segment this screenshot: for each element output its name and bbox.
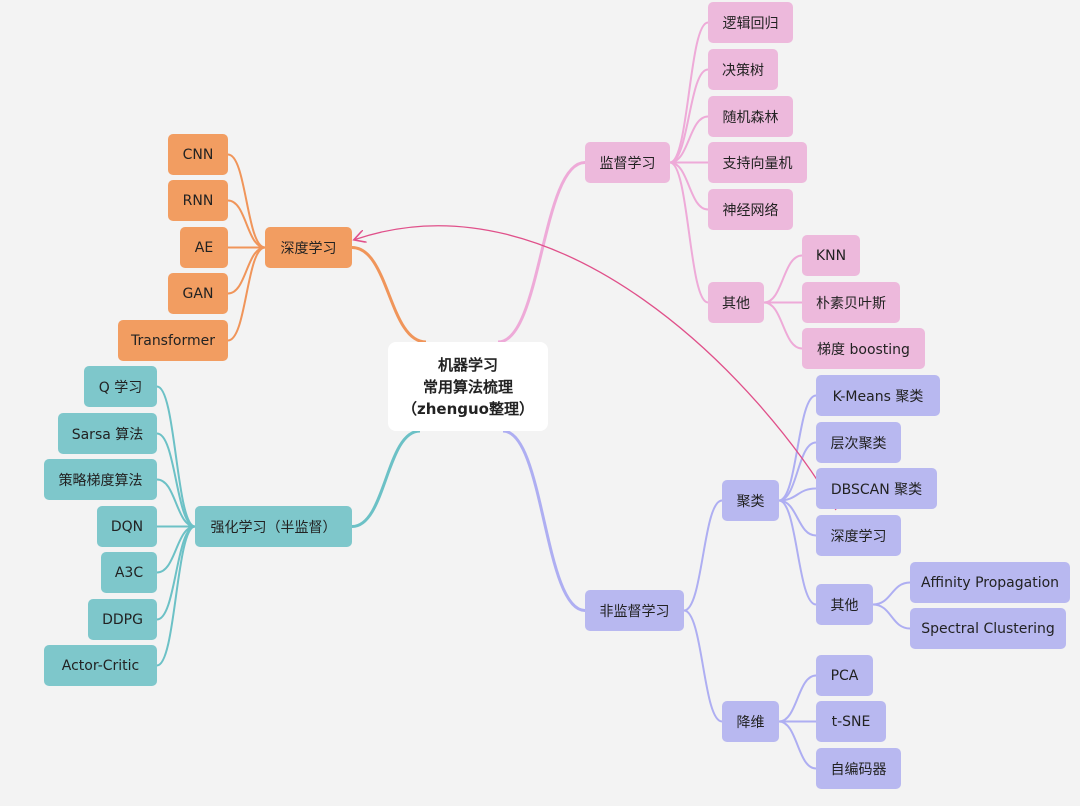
- supervised-child-neural-network[interactable]: 神经网络: [708, 189, 793, 230]
- connector-unsupervised-1: [683, 609, 723, 723]
- supervised-other-node[interactable]: 其他: [708, 282, 764, 323]
- supervised-learning-node[interactable]: 监督学习: [585, 142, 670, 183]
- root-title-line-1: 机器学习: [437, 355, 498, 374]
- supervised-child-decision-tree[interactable]: 决策树: [708, 49, 778, 90]
- clustering-other-node[interactable]: 其他: [816, 584, 873, 625]
- connector-root-supervised: [497, 161, 586, 344]
- unsupervised-learning-node[interactable]: 非监督学习: [585, 590, 684, 631]
- reduction-child-autoencoder[interactable]: 自编码器: [816, 748, 901, 789]
- reinforcement-learning-node[interactable]: 强化学习（半监督）: [195, 506, 352, 547]
- connector-supervised-other-2: [763, 301, 803, 350]
- deep-learning-child-ae[interactable]: AE: [180, 227, 228, 268]
- clustering-node[interactable]: 聚类: [722, 480, 779, 521]
- deep-learning-child-cnn[interactable]: CNN: [168, 134, 228, 175]
- clustering-child-hierarchical[interactable]: 层次聚类: [816, 422, 901, 463]
- connector-clustering-4: [778, 499, 817, 606]
- reinforcement-child-q-learning[interactable]: Q 学习: [84, 366, 157, 407]
- connector-reinforcement-4: [156, 525, 196, 574]
- connector-clustering-1: [778, 441, 817, 502]
- connector-root-reinforcement: [351, 429, 421, 528]
- connector-clustering-other-1: [872, 603, 911, 630]
- supervised-other-child-naive-bayes[interactable]: 朴素贝叶斯: [802, 282, 900, 323]
- clustering-child-dbscan[interactable]: DBSCAN 聚类: [816, 468, 937, 509]
- connector-supervised-other-0: [763, 254, 803, 304]
- connector-clustering-other-0: [872, 581, 911, 606]
- reduction-child-tsne[interactable]: t-SNE: [816, 701, 886, 742]
- supervised-other-child-knn[interactable]: KNN: [802, 235, 860, 276]
- supervised-child-random-forest[interactable]: 随机森林: [708, 96, 793, 137]
- deep-learning-child-transformer[interactable]: Transformer: [118, 320, 228, 361]
- deep-learning-node[interactable]: 深度学习: [265, 227, 352, 268]
- connector-reinforcement-0: [156, 385, 196, 528]
- connector-unsupervised-0: [683, 499, 723, 612]
- connector-clustering-3: [778, 499, 817, 537]
- connector-root-deep-learning: [351, 246, 427, 344]
- connector-reinforcement-5: [156, 525, 196, 621]
- reinforcement-child-ddpg[interactable]: DDPG: [88, 599, 157, 640]
- connector-clustering-0: [778, 394, 817, 502]
- connector-reinforcement-6: [156, 525, 196, 667]
- connector-supervised-2: [669, 115, 709, 164]
- supervised-child-svm[interactable]: 支持向量机: [708, 142, 807, 183]
- connector-root-unsupervised: [502, 429, 586, 612]
- reduction-child-pca[interactable]: PCA: [816, 655, 873, 696]
- clustering-other-child-spectral-clustering[interactable]: Spectral Clustering: [910, 608, 1066, 649]
- reinforcement-child-actor-critic[interactable]: Actor-Critic: [44, 645, 157, 686]
- connector-deep-learning-4: [227, 246, 266, 342]
- connector-deep-learning-1: [227, 199, 266, 249]
- clustering-child-kmeans[interactable]: K-Means 聚类: [816, 375, 940, 416]
- dimensionality-reduction-node[interactable]: 降维: [722, 701, 779, 742]
- connector-supervised-1: [669, 68, 709, 164]
- connector-reinforcement-1: [156, 432, 196, 528]
- root-node[interactable]: 机器学习 常用算法梳理 （zhenguo整理）: [388, 342, 548, 431]
- reinforcement-child-sarsa[interactable]: Sarsa 算法: [58, 413, 157, 454]
- connector-reinforcement-2: [156, 478, 196, 528]
- connector-reduction-2: [778, 720, 817, 770]
- deep-learning-child-rnn[interactable]: RNN: [168, 180, 228, 221]
- reinforcement-child-dqn[interactable]: DQN: [97, 506, 157, 547]
- reinforcement-child-policy-gradient[interactable]: 策略梯度算法: [44, 459, 157, 500]
- connector-supervised-4: [669, 161, 709, 211]
- connector-deep-learning-3: [227, 246, 266, 295]
- clustering-other-child-affinity-propagation[interactable]: Affinity Propagation: [910, 562, 1070, 603]
- supervised-other-child-gradient-boosting[interactable]: 梯度 boosting: [802, 328, 925, 369]
- deep-learning-child-gan[interactable]: GAN: [168, 273, 228, 314]
- root-title-line-2: 常用算法梳理: [422, 377, 513, 396]
- connector-deep-learning-0: [227, 153, 266, 249]
- connector-clustering-2: [778, 487, 817, 502]
- connector-supervised-5: [669, 161, 709, 304]
- supervised-child-logistic-regression[interactable]: 逻辑回归: [708, 2, 793, 43]
- root-title-line-3: （zhenguo整理）: [402, 399, 534, 418]
- connector-reduction-0: [778, 674, 817, 723]
- clustering-child-deep-learning[interactable]: 深度学习: [816, 515, 901, 556]
- connector-supervised-0: [669, 21, 709, 164]
- reinforcement-child-a3c[interactable]: A3C: [101, 552, 157, 593]
